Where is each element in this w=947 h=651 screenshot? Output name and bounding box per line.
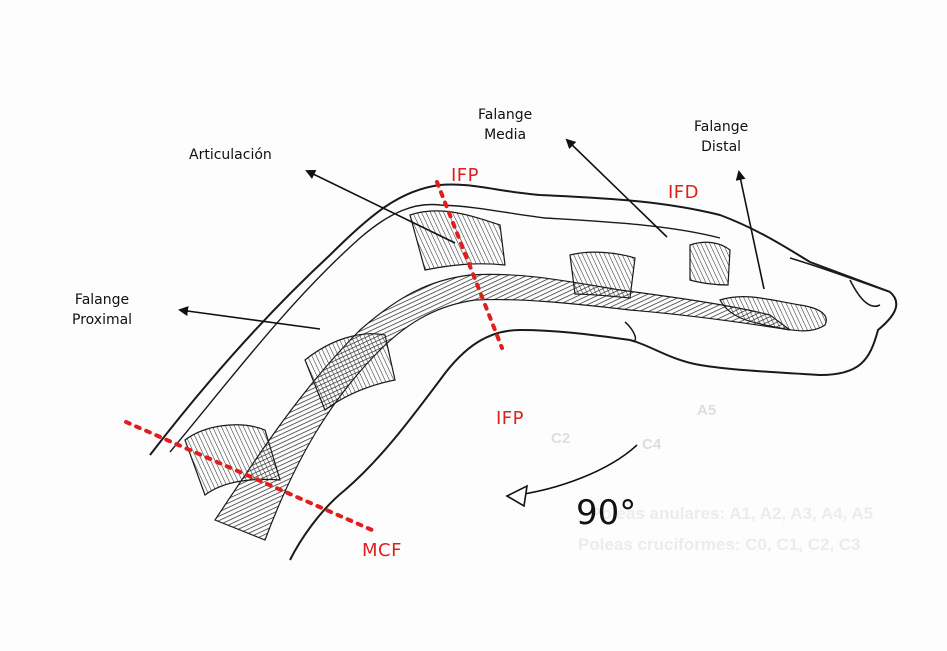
pulley-a3 xyxy=(410,211,505,270)
label-falange-proximal: Falange Proximal xyxy=(72,290,132,330)
rotation-arrow xyxy=(510,445,637,496)
joint-label-ifp-bottom: IFP xyxy=(496,409,524,429)
pulley-a4 xyxy=(570,252,635,298)
joint-label-ifp-top: IFP xyxy=(451,166,479,186)
nail-line xyxy=(790,258,890,306)
joint-label-mcf: MCF xyxy=(362,541,402,561)
palmar-crease xyxy=(625,322,635,341)
arrow-falange-distal xyxy=(739,172,764,289)
pulley-a5 xyxy=(690,242,730,285)
label-articulacion: Articulación xyxy=(189,145,272,165)
rotation-arrow-head xyxy=(507,486,527,506)
label-falange-media: Falange Media xyxy=(478,105,532,145)
angle-label: 90° xyxy=(576,493,636,533)
arrow-articulacion xyxy=(307,171,455,243)
label-falange-distal: Falange Distal xyxy=(694,117,748,157)
distal-insertion xyxy=(720,297,826,331)
joint-label-ifd: IFD xyxy=(668,183,699,203)
arrow-falange-proximal xyxy=(180,310,320,329)
